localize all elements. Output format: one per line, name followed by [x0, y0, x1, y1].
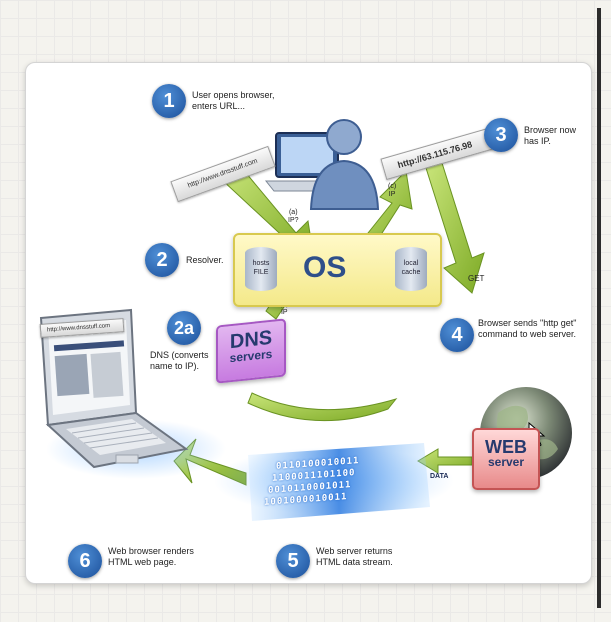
- step-5-caption: Web server returns HTML data stream.: [316, 546, 393, 567]
- web-subtitle: server: [487, 455, 525, 469]
- step-4-badge: 4: [440, 318, 474, 352]
- arrow-dns-return-curve: [247, 392, 398, 422]
- step-3-badge: 3: [484, 118, 518, 152]
- arrow-label-c: (c) IP: [388, 183, 397, 198]
- step-2-caption: Resolver.: [186, 255, 224, 265]
- right-edge-bar: [597, 8, 601, 608]
- dns-servers-box: DNS servers: [216, 318, 286, 384]
- laptop-icon: [39, 308, 226, 479]
- web-server-box: WEB server: [472, 428, 540, 490]
- step-1-caption: User opens browser, enters URL...: [192, 90, 275, 111]
- step-2a-badge: 2a: [167, 311, 201, 345]
- step-5-badge: 5: [276, 544, 310, 578]
- data-stream: [214, 443, 454, 521]
- step-2-badge: 2: [145, 243, 179, 277]
- web-title: WEB: [485, 437, 527, 457]
- step-4-caption: Browser sends "http get" command to web …: [478, 318, 577, 339]
- os-box: hosts FILE OS local cache: [233, 233, 442, 307]
- arrow-label-data: DATA: [430, 473, 449, 480]
- step-1-badge: 1: [152, 84, 186, 118]
- os-label: OS: [303, 251, 347, 284]
- user-icon: [264, 119, 380, 210]
- arrow-label-get: GET: [468, 274, 485, 283]
- arrow-to-webserver-get: [425, 162, 485, 294]
- hosts-file-icon: hosts FILE: [245, 247, 277, 291]
- local-cache-icon: local cache: [395, 247, 427, 291]
- step-3-caption: Browser now has IP.: [524, 125, 577, 146]
- arrow-label-a: (a) IP?: [288, 209, 299, 224]
- step-6-badge: 6: [68, 544, 102, 578]
- step-2a-caption: DNS (converts name to IP).: [150, 350, 209, 371]
- step-6-caption: Web browser renders HTML web page.: [108, 546, 194, 567]
